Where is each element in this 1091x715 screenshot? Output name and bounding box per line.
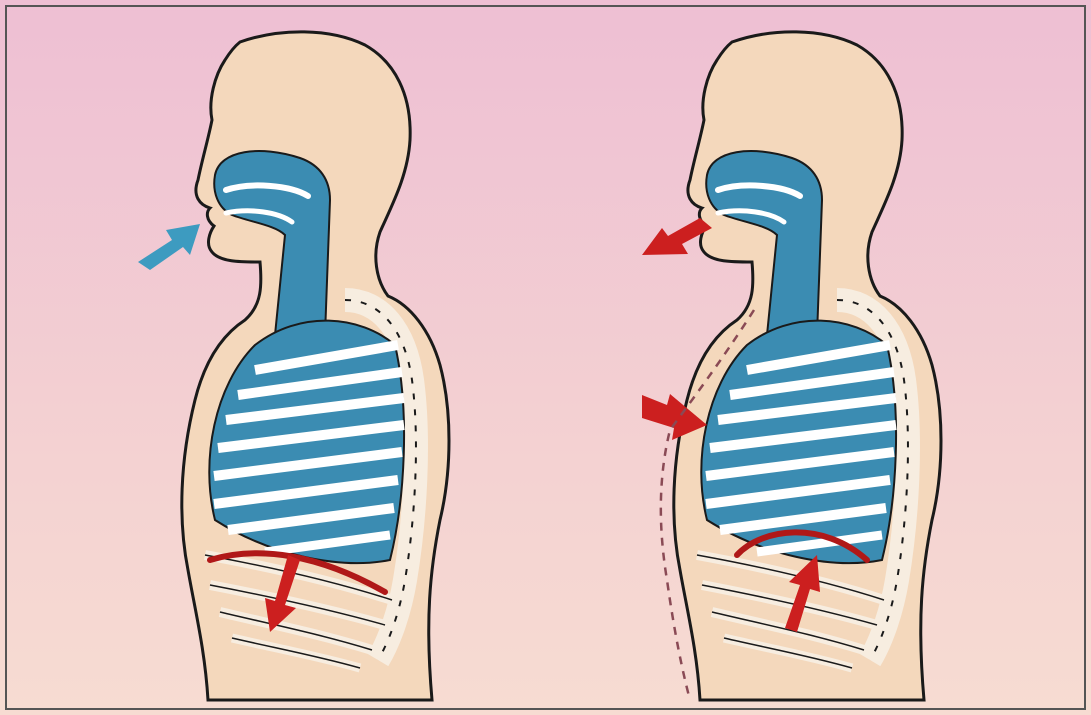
- exhale-torso-figure: [674, 32, 941, 700]
- inhale-torso-figure: [182, 32, 449, 700]
